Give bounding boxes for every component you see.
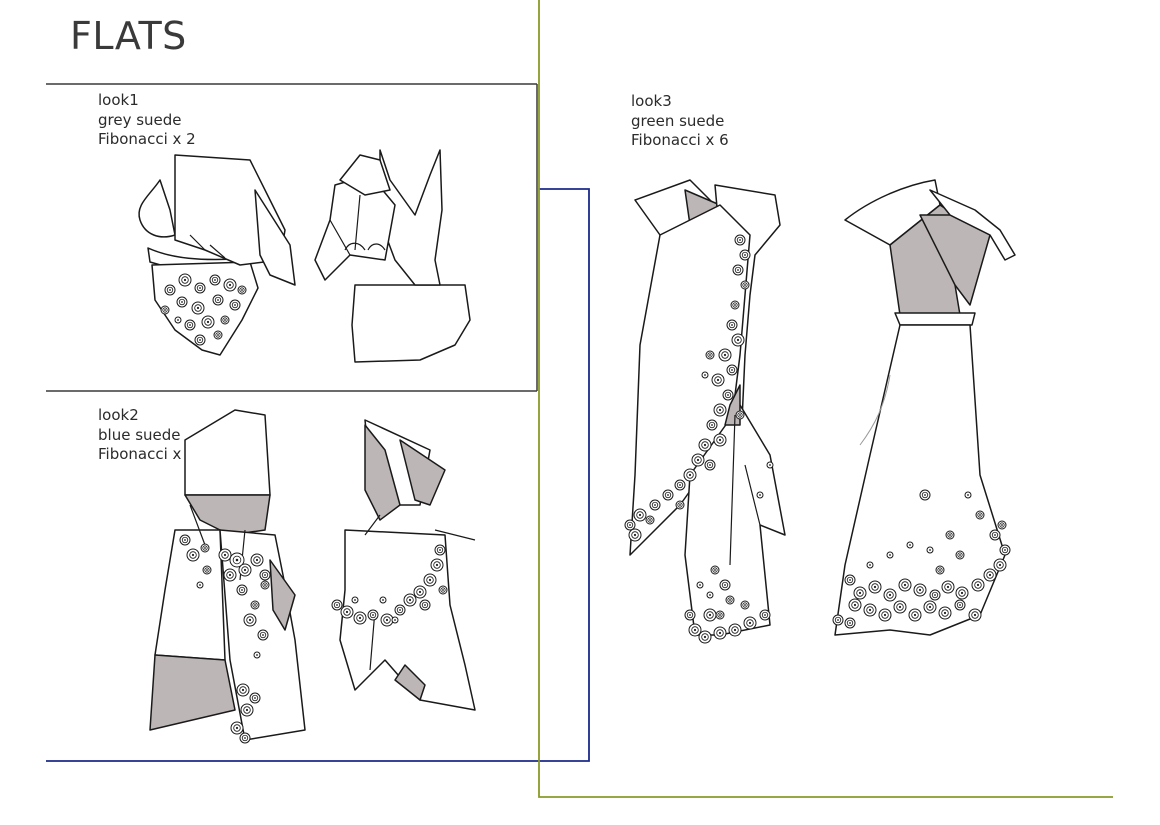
- look2-name: look2: [98, 406, 139, 424]
- look3-pattern: Fibonacci x 6: [631, 131, 729, 149]
- look3-material: green suede: [631, 111, 725, 130]
- page-title: FLATS: [70, 14, 187, 58]
- look2-back-dots: [331, 544, 448, 627]
- look3-back-sketch: [832, 179, 1016, 636]
- look2-label: look2 blue suede Fibonacci x 4: [98, 406, 196, 465]
- frame-green: [538, 0, 1113, 798]
- look3-name: look3: [631, 92, 672, 110]
- look3-front-sketch: [624, 179, 786, 644]
- look2-back-sketch: [331, 419, 476, 711]
- look1-front-dots: [160, 273, 247, 346]
- look2-material: blue suede: [98, 425, 181, 444]
- look1-material: grey suede: [98, 110, 182, 129]
- look1-front-sketch: [138, 154, 296, 356]
- look1-back-sketch: [314, 149, 471, 363]
- look2-front-sketch: [149, 409, 306, 744]
- look1-label: look1 grey suede Fibonacci x 2: [98, 91, 196, 150]
- look3-label: look3 green suede Fibonacci x 6: [631, 92, 729, 151]
- look1-name: look1: [98, 91, 139, 109]
- look2-front-dots: [179, 534, 271, 744]
- look3-back-dots: [832, 489, 1011, 629]
- look2-pattern: Fibonacci x 4: [98, 445, 196, 463]
- look1-pattern: Fibonacci x 2: [98, 130, 196, 148]
- look3-front-dots: [624, 234, 774, 644]
- frame-blue: [46, 188, 590, 762]
